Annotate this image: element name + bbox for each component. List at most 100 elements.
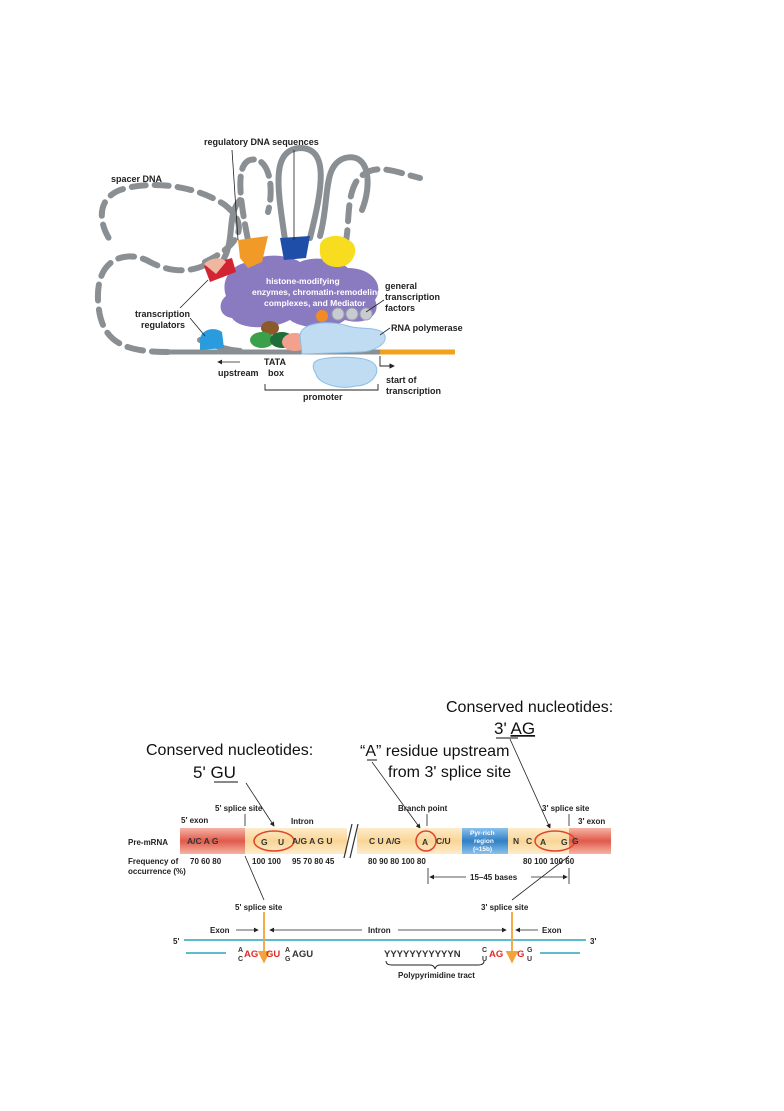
loop-2 [275,144,324,243]
five-prime-label: 5' [173,937,179,946]
seq-branch-right: C/U [436,836,451,846]
freq-branch: 80 90 80 100 80 [368,857,426,866]
branch-point-label: Branch point [398,804,448,813]
loop-4 [342,166,423,249]
spacer-dna-loop [94,253,208,355]
regulatory-dna-label: regulatory DNA sequences [204,137,319,147]
three-ag-label: 3' AG [494,719,535,738]
pyr-label-1: Pyr-rich [470,830,495,837]
start-label-1: start of [386,375,418,385]
splicing-figure: Conserved nucleotides: 3' AG Conserved n… [128,699,613,980]
seq-u: U [278,837,284,847]
freq-intron: 95 70 80 45 [292,857,335,866]
seq-branch-a: A [422,837,428,847]
freq-gu: 100 100 [252,857,281,866]
consensus-g4-top: G [527,947,533,954]
regulator-red-2 [204,258,226,274]
consensus-g2-bot: G [285,956,291,963]
polypyrimidine-label: Polypyrimidine tract [398,971,475,980]
consensus-u-bot: U [482,956,487,963]
freq-label-1: Frequency of [128,857,179,866]
tata-label-2: box [268,368,284,378]
consensus-c-bot: C [238,956,243,963]
intron-top-label: Intron [291,817,314,826]
three-prime-label: 3' [590,937,596,946]
seq-g-exon3: G [572,836,579,846]
pyr-label-3: (≈15b) [473,846,492,853]
freq-label-2: occurrence (%) [128,867,186,876]
pre-mrna-label: Pre-mRNA [128,838,168,847]
seq-branch-left: C U A/G [369,836,401,846]
branch-a-circle [415,830,437,852]
spacer-dna-upper [98,182,242,265]
promoter-label: promoter [303,392,343,402]
exon-right-label: Exon [542,926,562,935]
complex-label-3: complexes, and Mediator [264,298,366,308]
freq-ag: 80 100 100 60 [523,857,575,866]
ag-circle [534,830,576,852]
rna-polymerase-label: RNA polymerase [391,323,463,333]
consensus-a2-top: A [285,947,290,954]
general-transcription-factors [316,307,373,322]
left-dna-arc [219,197,243,265]
transcription-figure: regulatory DNA sequences spacer DNA hist… [94,137,463,402]
consensus-ag3: AG [489,949,503,960]
complex-label-1: histone-modifying [266,276,340,286]
seq-a3: A [540,837,546,847]
pyr-label-2: region [474,838,494,845]
seq-g: G [261,837,268,847]
start-label-2: transcription [386,386,441,396]
exon5-region [180,828,245,854]
tbp-brown [261,321,279,335]
gtf-label-2: transcription [385,292,440,302]
rna-polymerase [299,322,386,355]
a-residue-label-1: “A” residue upstream [360,743,509,760]
consensus-y: YYYYYYYYYYYN [384,949,461,960]
seq-n: N [513,836,519,846]
loop-1 [237,156,274,243]
consensus-gu: GU [266,949,280,960]
consensus-g3: G [517,949,524,960]
pyr-rich-region [462,828,508,854]
intron-region-right [357,828,462,854]
regulator-yellow [319,235,356,268]
factor-green [250,332,274,348]
three-splice-bottom-label: 3' splice site [481,903,529,912]
loop-3 [317,154,371,239]
conserved-label-left: Conserved nucleotides: [146,742,313,759]
upstream-label: upstream [218,368,259,378]
consensus-c-top: C [482,947,487,954]
intron-region-end [508,828,569,854]
spacer-dna-label: spacer DNA [111,174,163,184]
three-exon-label: 3′ exon [578,817,605,826]
bases-range-label: 15–45 bases [470,873,518,882]
consensus-a-top: A [238,947,243,954]
polypyrimidine-brace [385,960,485,970]
seq-g3: G [561,837,568,847]
five-splice-bottom-label: 5' splice site [235,903,283,912]
regulator-blue [280,236,310,260]
regulator-bottom-blue [200,329,224,350]
consensus-agu: AGU [292,949,313,960]
gtf-label-3: factors [385,303,415,313]
exon-left-label: Exon [210,926,230,935]
seq-intron5: A/G A G U [292,836,332,846]
tata-label-1: TATA [264,357,286,367]
rna-polymerase-lower [312,356,378,388]
gu-circle [253,830,295,852]
consensus-ag: AG [244,949,258,960]
gtf-label-1: general [385,281,417,291]
regulators-label-2: regulators [141,320,185,330]
three-splice-top-label: 3′ splice site [542,804,590,813]
intron-bottom-label: Intron [368,926,391,935]
five-gu-label: 5' GU [193,763,236,782]
consensus-u4-bot: U [527,956,532,963]
seq-exon5: A/C A G [187,836,219,846]
exon3-region [569,828,611,854]
regulator-orange [238,236,268,268]
five-exon-label: 5′ exon [181,816,208,825]
complex-label-2: enzymes, chromatin-remodeling [252,287,382,297]
seq-c: C [526,836,532,846]
a-residue-label-2: from 3' splice site [388,764,511,781]
